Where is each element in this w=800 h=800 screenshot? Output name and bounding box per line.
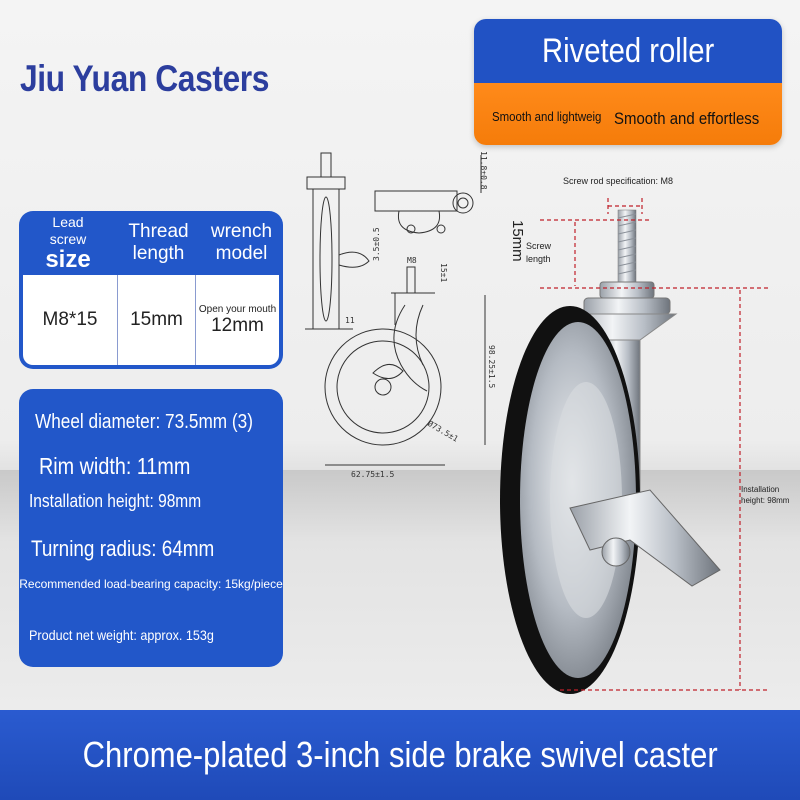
screw-length-label: Screw length: [526, 241, 552, 264]
caster-illustration: [500, 209, 721, 694]
param-load: Recommended load-bearing capacity: 15kg/…: [19, 577, 283, 591]
header-wrench-model: wrench model: [210, 221, 273, 264]
param-net-weight: Product net weight: approx. 153g: [29, 627, 214, 643]
drawing-label-3: M8: [407, 256, 417, 265]
param-rim-width: Rim width: 11mm: [39, 453, 191, 479]
param-wheel-diameter: Wheel diameter: 73.5mm (3): [35, 411, 253, 433]
feature-sub-2: Smooth and effortless: [614, 109, 760, 128]
feature-subtitle: Smooth and lightweig Smooth and effortle…: [474, 83, 782, 145]
value-size: M8*15: [23, 275, 118, 365]
technical-drawing: 11.8±0.8 3.5±0.5 M8 15±1 11 98.25±1.5 Ø7…: [305, 151, 495, 479]
screw-length-value: 15mm: [509, 220, 526, 262]
spec-table: Lead screw size Thread length wrench mod…: [19, 211, 283, 369]
drawing-label-4: 15±1: [439, 263, 448, 282]
feature-sub-1: Smooth and lightweig: [492, 109, 602, 124]
bottom-title: Chrome-plated 3-inch side brake swivel c…: [82, 734, 718, 775]
bottom-banner: Chrome-plated 3-inch side brake swivel c…: [0, 710, 800, 800]
param-turning-radius: Turning radius: 64mm: [31, 536, 215, 561]
drawing-label-5: 11: [345, 316, 355, 325]
drawing-label-2: 3.5±0.5: [372, 227, 381, 261]
brand-title: Jiu Yuan Casters: [20, 58, 269, 99]
spec-value-row: M8*15 15mm Open your mouth 12mm: [23, 275, 279, 365]
feature-title: Riveted roller: [474, 19, 782, 83]
screw-spec-note: Screw rod specification: M8: [563, 176, 674, 186]
spec-header-row: Lead screw size Thread length wrench mod…: [19, 211, 283, 275]
header-lead-screw-size: Lead screw size: [45, 214, 91, 273]
install-height-note: Installation height: 98mm: [741, 485, 790, 505]
feature-card: Riveted roller Smooth and lightweig Smoo…: [474, 19, 782, 145]
drawing-label-8: 62.75±1.5: [351, 470, 395, 479]
drawing-label-6: 98.25±1.5: [487, 345, 495, 389]
value-thread: 15mm: [118, 275, 196, 365]
value-wrench: Open your mouth 12mm: [198, 303, 277, 336]
drawing-label-1: 11.8±0.8: [479, 151, 488, 190]
param-install-height: Installation height: 98mm: [29, 491, 202, 511]
parameters-panel: Wheel diameter: 73.5mm (3) Rim width: 11…: [19, 389, 283, 667]
header-thread-length: Thread length: [128, 221, 189, 264]
